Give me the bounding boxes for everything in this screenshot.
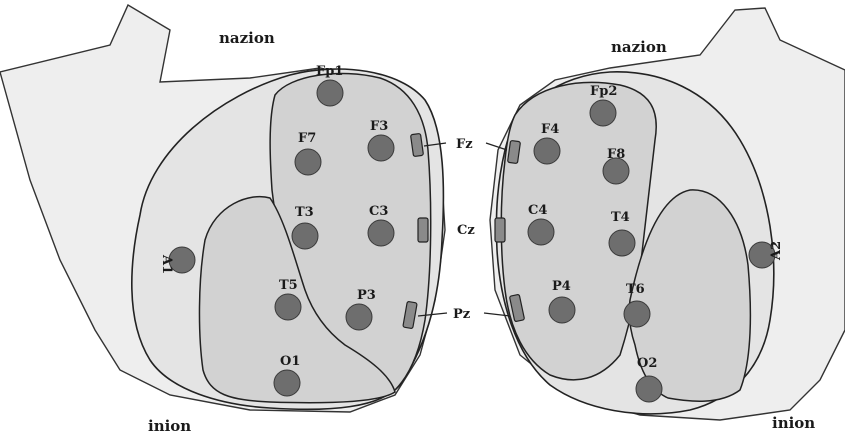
electrode-f3	[368, 135, 394, 161]
electrode-fp2	[590, 100, 616, 126]
label-p3: P3	[357, 288, 376, 303]
right-nazion-label: nazion	[611, 38, 667, 56]
left-inion-label: inion	[148, 417, 191, 434]
label-t4: T4	[611, 210, 630, 225]
label-f3: F3	[370, 119, 388, 134]
electrode-t3	[292, 223, 318, 249]
label-fp2: Fp2	[590, 84, 617, 99]
label-t6: T6	[626, 282, 645, 297]
midline-labels: Fz Cz Pz	[453, 137, 475, 322]
electrode-t4	[609, 230, 635, 256]
label-o1: O1	[280, 354, 300, 369]
label-fp1: Fp1	[316, 64, 343, 79]
label-f8: F8	[607, 147, 625, 162]
electrode-p3	[346, 304, 372, 330]
electrode-o2	[636, 376, 662, 402]
electrode-c3	[368, 220, 394, 246]
label-fz: Fz	[456, 137, 473, 152]
label-a2: A2	[769, 241, 784, 261]
label-f4: F4	[541, 122, 559, 137]
label-c3: C3	[369, 204, 388, 219]
electrode-t6	[624, 301, 650, 327]
label-f7: F7	[298, 131, 316, 146]
label-cz: Cz	[457, 223, 475, 238]
label-p4: P4	[552, 279, 571, 294]
electrode-t5	[275, 294, 301, 320]
electrode-fp1	[317, 80, 343, 106]
electrode-p4	[549, 297, 575, 323]
electrode-f7	[295, 149, 321, 175]
electrode-f4	[534, 138, 560, 164]
left-nazion-label: nazion	[219, 29, 275, 47]
electrode-o1	[274, 370, 300, 396]
cz-left-pad	[418, 218, 428, 242]
label-a1: A1	[159, 254, 174, 274]
label-o2: O2	[637, 356, 657, 371]
right-inion-label: inion	[772, 414, 815, 432]
label-t5: T5	[279, 278, 298, 293]
label-t3: T3	[295, 205, 314, 220]
label-c4: C4	[528, 203, 547, 218]
cz-right-pad	[495, 218, 505, 242]
label-pz: Pz	[453, 307, 470, 322]
electrode-c4	[528, 219, 554, 245]
